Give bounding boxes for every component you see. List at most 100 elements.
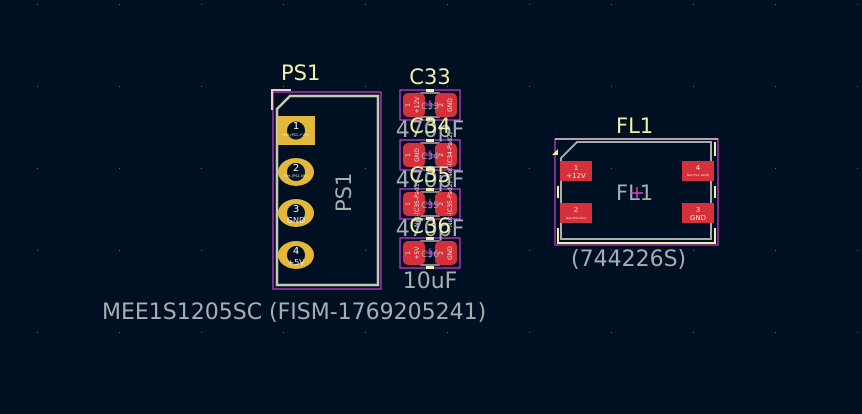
ps1-pad-3[interactable]: 3 GND xyxy=(278,199,314,227)
grid-dot xyxy=(693,86,694,87)
grid-dot xyxy=(529,168,530,169)
fl1-pad-1[interactable]: 1 +12V xyxy=(560,161,592,181)
ps1-value: MEE1S1205SC (FISM-1769205241) xyxy=(102,300,486,325)
svg-text:+5V: +5V xyxy=(287,258,305,267)
grid-dot xyxy=(611,86,612,87)
grid-dot xyxy=(201,332,202,333)
c33-value: 470pF xyxy=(396,118,465,143)
grid-dot xyxy=(775,168,776,169)
grid-dot xyxy=(611,332,612,333)
grid-dot xyxy=(775,86,776,87)
fl1-pad-3[interactable]: 3 GND xyxy=(682,203,714,223)
svg-text:2: 2 xyxy=(438,153,445,157)
svg-text:GND: GND xyxy=(447,246,454,260)
grid-dot xyxy=(119,4,120,5)
footprint-c36[interactable]: 1 +5V 2 GND C36 xyxy=(399,237,461,269)
grid-dot xyxy=(365,4,366,5)
grid-dot xyxy=(201,86,202,87)
svg-text:1: 1 xyxy=(405,251,412,255)
fl1-anchor-cross xyxy=(631,187,643,199)
c33-silk-bottom xyxy=(426,118,434,121)
footprint-c35[interactable]: 1 Net-(C35-Pad1) 2 Net-(C35-Pad2) C35 xyxy=(399,181,461,227)
svg-text:4: 4 xyxy=(696,164,701,172)
grid-dot xyxy=(529,4,530,5)
ps1-courtyard xyxy=(272,91,382,290)
c36-value: 10uF xyxy=(403,269,458,294)
grid-dot xyxy=(857,4,858,5)
grid-dot xyxy=(37,332,38,333)
grid-dot xyxy=(119,250,120,251)
ps1-pad-1[interactable]: 1 Net-(PS1-+Vin) xyxy=(278,116,315,145)
ps1-pad-4[interactable]: 4 +5V xyxy=(278,241,314,269)
grid-dot xyxy=(201,4,202,5)
c36-silk-top xyxy=(426,237,434,240)
svg-text:GND: GND xyxy=(287,216,305,225)
c34-silk-top xyxy=(426,139,434,142)
footprint-ps1[interactable]: PS1 PS1 1 Net-(PS1-+Vin) 2 Net-(PS1-Vin)… xyxy=(102,61,486,325)
c34-pad-2[interactable]: 2 Net-(C34-Pad2) xyxy=(435,132,457,178)
c36-pad-1[interactable]: 1 +5V xyxy=(403,241,425,265)
grid-dot xyxy=(447,332,448,333)
svg-text:Net-(PS1-Vin): Net-(PS1-Vin) xyxy=(566,216,586,220)
grid-dot xyxy=(611,250,612,251)
c35-silk-bottom xyxy=(426,217,434,220)
svg-text:3: 3 xyxy=(696,206,700,214)
grid-dot xyxy=(37,168,38,169)
c36-pad-2[interactable]: 2 GND xyxy=(435,241,457,265)
c35-value: 470pF xyxy=(396,217,465,242)
c36-anchor-cross xyxy=(425,248,435,258)
svg-text:3: 3 xyxy=(293,204,299,215)
c33-pad-1[interactable]: 1 +12V xyxy=(403,93,425,117)
svg-text:1: 1 xyxy=(293,121,299,132)
c35-silk-top xyxy=(426,188,434,191)
ps1-fab-reference: PS1 xyxy=(332,173,356,212)
svg-text:GND: GND xyxy=(414,148,421,162)
svg-text:2: 2 xyxy=(438,103,445,107)
svg-text:2: 2 xyxy=(574,206,578,214)
footprint-c33[interactable]: 1 +12V 2 GND C33 xyxy=(399,89,461,121)
svg-text:4: 4 xyxy=(293,246,299,257)
grid-dot xyxy=(529,86,530,87)
svg-text:+12V: +12V xyxy=(414,96,421,114)
fl1-pad-2[interactable]: 2 Net-(PS1-Vin) xyxy=(560,203,592,223)
svg-text:1: 1 xyxy=(405,103,412,107)
footprint-c34[interactable]: 1 GND 2 Net-(C34-Pad2) C34 xyxy=(399,132,461,178)
fl1-reference: FL1 xyxy=(616,114,653,138)
grid-dot xyxy=(693,250,694,251)
c35-pad-1[interactable]: 1 Net-(C35-Pad1) xyxy=(403,181,425,227)
fl1-value: (744226S) xyxy=(571,247,686,272)
svg-text:GND: GND xyxy=(690,214,706,222)
grid-dot xyxy=(365,168,366,169)
grid-dot xyxy=(365,332,366,333)
c33-pad-2[interactable]: 2 GND xyxy=(435,93,457,117)
ps1-pad-2[interactable]: 2 Net-(PS1-Vin) xyxy=(278,158,314,186)
svg-text:1: 1 xyxy=(574,164,578,172)
grid-dot xyxy=(693,332,694,333)
c35-reference: C35 xyxy=(409,163,450,187)
fl1-pad-4[interactable]: 4 Net-(FL1-Pad4) xyxy=(682,161,714,181)
footprint-fl1[interactable]: FL1 FL1 1 +12V 2 Net-(PS1-Vin) xyxy=(552,114,719,272)
ps1-reference: PS1 xyxy=(281,61,320,85)
svg-text:1: 1 xyxy=(405,153,412,157)
grid-dot xyxy=(857,250,858,251)
grid-dot xyxy=(201,168,202,169)
grid-dot xyxy=(37,4,38,5)
svg-text:+5V: +5V xyxy=(414,246,421,260)
svg-text:Net-(C35-Pad1): Net-(C35-Pad1) xyxy=(414,181,421,227)
fl1-silkscreen xyxy=(557,142,716,244)
c34-value: 470pF xyxy=(396,168,465,193)
c36-reference: C36 xyxy=(409,214,450,238)
c35-anchor-cross xyxy=(425,199,435,209)
svg-text:2: 2 xyxy=(438,251,445,255)
ps1-body-outline xyxy=(275,94,380,287)
grid-dot xyxy=(201,250,202,251)
svg-text:GND: GND xyxy=(447,98,454,112)
grid-dot xyxy=(283,86,284,87)
c34-pad-1[interactable]: 1 GND xyxy=(403,143,425,167)
c33-reference: C33 xyxy=(409,65,450,89)
grid-dot xyxy=(693,4,694,5)
c33-silk-top xyxy=(426,89,434,92)
grid-dot xyxy=(37,250,38,251)
c35-pad-2[interactable]: 2 Net-(C35-Pad2) xyxy=(435,181,457,227)
